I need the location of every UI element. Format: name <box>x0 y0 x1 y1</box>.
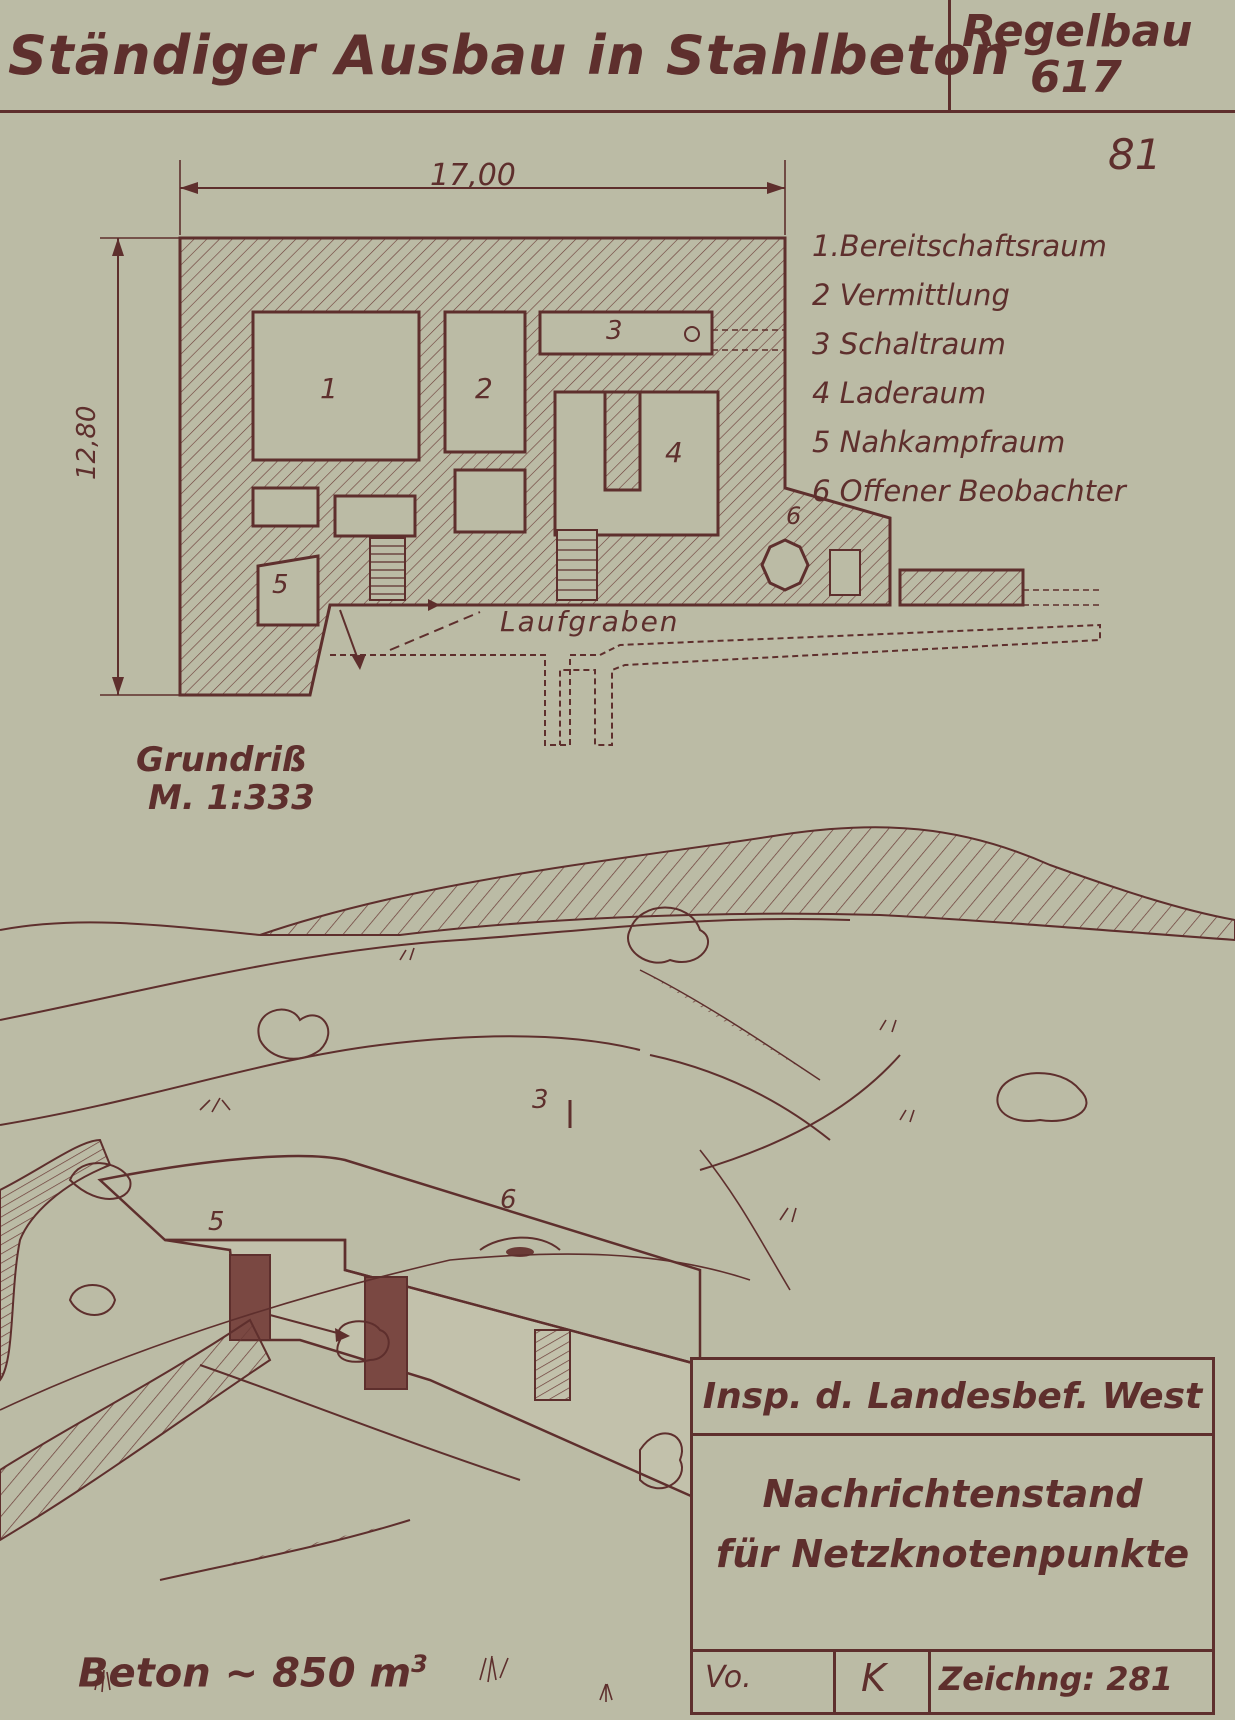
observer-position <box>760 538 810 592</box>
door-left <box>229 1254 271 1341</box>
lock-room <box>333 494 417 538</box>
room-number-6: 6 <box>786 502 802 530</box>
stairs-left <box>369 537 406 601</box>
perspective-sketch <box>0 826 1235 1702</box>
shrub <box>68 906 1088 1490</box>
corridor-left <box>251 486 320 528</box>
footer-divider-1 <box>833 1649 836 1715</box>
trench <box>330 623 1101 746</box>
annex-block <box>898 568 1025 607</box>
legend-item: 2 Vermittlung <box>812 278 1010 312</box>
room-number-3: 3 <box>606 316 623 346</box>
title-block: Insp. d. Landesbef. West Nachrichtenstan… <box>690 1357 1215 1715</box>
room-number-5: 5 <box>272 570 289 600</box>
legend-item: 6 Offener Beobachter <box>812 474 1126 508</box>
sketch-label-3: 3 <box>532 1085 549 1115</box>
trench-bank <box>0 1138 112 1382</box>
room-4 <box>553 390 720 537</box>
plan-scale: M. 1:333 <box>148 778 315 818</box>
drawing-number: Zeichng: 281 <box>939 1660 1174 1698</box>
title-block-footer-rule <box>693 1649 1212 1652</box>
room-3 <box>538 310 714 356</box>
room-5 <box>256 554 320 627</box>
signature: K <box>861 1656 886 1700</box>
page-number: 81 <box>1108 130 1162 179</box>
plan-caption: Grundriß <box>136 740 307 780</box>
floor-plan <box>100 160 1101 746</box>
footer-divider-2 <box>928 1649 931 1715</box>
sheet-title: Ständiger Ausbau in Stahlbeton <box>8 24 1011 87</box>
room-1 <box>251 310 421 462</box>
trench-label: Laufgraben <box>500 605 680 638</box>
embrasure <box>534 1329 571 1401</box>
room-2 <box>443 310 527 454</box>
header-bottom-rule <box>0 110 1235 113</box>
room-2-annex <box>453 468 527 534</box>
author-field: Vo. <box>705 1660 752 1695</box>
width-dimension-label: 17,00 <box>430 158 516 193</box>
issuing-authority: Insp. d. Landesbef. West <box>693 1360 1212 1436</box>
concrete-volume-label: Beton ~ 850 m <box>78 1650 412 1697</box>
room-number-4: 4 <box>665 436 683 469</box>
room-number-2: 2 <box>475 372 493 405</box>
grass-tufts <box>94 947 915 1702</box>
regelbau-label: Regelbau <box>962 6 1193 57</box>
subject-line-1: Nachrichtenstand <box>762 1472 1143 1516</box>
stairs-right <box>556 529 598 601</box>
legend-item: 3 Schaltraum <box>812 327 1006 361</box>
room-legend: 1.Bereitschaftsraum 2 Vermittlung 3 Scha… <box>812 222 1126 516</box>
legend-item: 4 Laderaum <box>812 376 987 410</box>
header-divider <box>948 0 951 112</box>
legend-item: 5 Nahkampfraum <box>812 425 1066 459</box>
room-number-1: 1 <box>320 372 338 405</box>
sketch-label-6: 6 <box>500 1185 517 1215</box>
sketch-label-5: 5 <box>208 1207 225 1237</box>
subject-line-2: für Netzknotenpunkte <box>715 1532 1190 1576</box>
concrete-volume-exponent: 3 <box>411 1650 428 1678</box>
distant-hill <box>259 826 1235 942</box>
depth-dimension-label: 12,80 <box>72 405 102 480</box>
regelbau-number: 617 <box>1030 52 1122 103</box>
legend-item: 1.Bereitschaftsraum <box>812 229 1107 263</box>
concrete-volume: Beton ~ 850 m3 <box>78 1650 428 1696</box>
